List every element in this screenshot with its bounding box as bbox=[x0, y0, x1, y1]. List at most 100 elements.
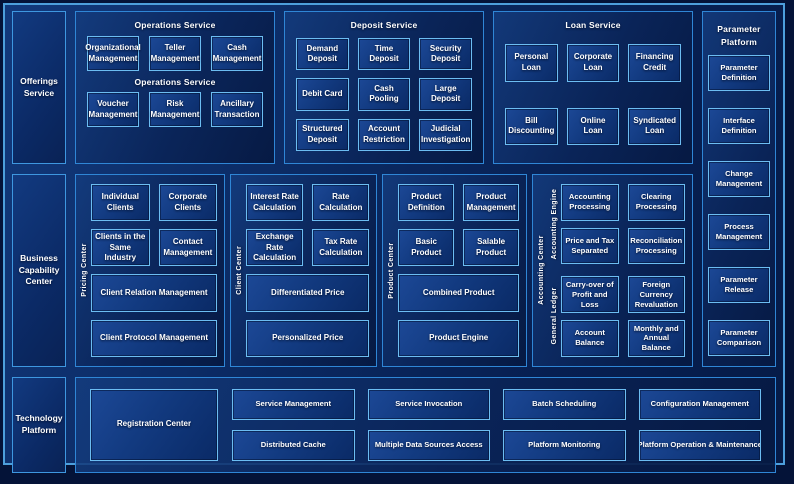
node-combined-product: Combined Product bbox=[398, 274, 520, 312]
node-online-loan: Online Loan bbox=[566, 107, 620, 145]
general-ledger-vertical-label: General Ledger bbox=[551, 288, 559, 345]
accounting-engine-vertical-label: Accounting Engine bbox=[551, 188, 559, 260]
node-registration-center: Registration Center bbox=[90, 388, 218, 461]
operations-service-title: Operations Service bbox=[134, 20, 216, 30]
node-contact-management: Contact Management bbox=[158, 229, 218, 267]
node-corporate-clients: Corporate Clients bbox=[158, 184, 218, 222]
node-teller-management: Teller Management bbox=[149, 36, 201, 71]
product-center-panel: Product Center Product Definition Produc… bbox=[382, 174, 528, 367]
node-parameter-release: Parameter Release bbox=[708, 266, 770, 303]
node-personalized-price: Personalized Price bbox=[246, 319, 370, 357]
pricing-center-vertical-label: Pricing Center bbox=[81, 243, 88, 298]
technology-platform-label: Technology Platform bbox=[12, 376, 66, 473]
node-account-balance: Account Balance bbox=[561, 320, 619, 357]
diagram-grid: Offerings Service Operations Service Org… bbox=[5, 5, 783, 473]
operations-service-panel: Operations Service Organizational Manage… bbox=[75, 11, 275, 164]
node-personal-loan: Personal Loan bbox=[505, 44, 558, 82]
node-reconciliation-processing: Reconciliation Processing bbox=[627, 227, 685, 265]
node-clients-in-the-same-industry: Clients in the Same Industry bbox=[91, 229, 150, 267]
node-platform-monitoring: Platform Monitoring bbox=[503, 429, 626, 461]
node-client-relation-management: Client Relation Management bbox=[91, 274, 218, 312]
node-rate-calculation: Rate Calculation bbox=[312, 184, 370, 222]
node-demand-deposit: Demand Deposit bbox=[296, 38, 349, 71]
node-product-management: Product Management bbox=[463, 184, 520, 222]
node-service-invocation: Service Invocation bbox=[367, 388, 490, 420]
node-tax-rate-calculation: Tax Rate Calculation bbox=[312, 229, 370, 267]
offerings-service-label: Offerings Service bbox=[12, 11, 66, 164]
loan-service-title: Loan Service bbox=[565, 20, 621, 30]
technology-platform-panel: Registration Center Service Management S… bbox=[75, 376, 776, 473]
node-multiple-data-sources-access: Multiple Data Sources Access bbox=[367, 429, 490, 461]
business-capability-center-label: Business Capability Center bbox=[12, 174, 66, 367]
node-monthly-and-annual-balance: Monthly and Annual Balance bbox=[627, 320, 685, 357]
node-cash-management: Cash Management bbox=[211, 36, 263, 71]
node-large-deposit: Large Deposit bbox=[419, 78, 472, 111]
parameter-platform-title: Parameter Platform bbox=[717, 24, 761, 47]
accounting-center-body: Accounting Engine Accounting Processing … bbox=[548, 184, 685, 357]
node-parameter-definition: Parameter Definition bbox=[708, 54, 770, 91]
node-debit-card: Debit Card bbox=[296, 78, 349, 111]
architecture-diagram-frame: Offerings Service Operations Service Org… bbox=[3, 3, 785, 473]
node-interest-rate-calculation: Interest Rate Calculation bbox=[246, 184, 304, 222]
client-center-grid: Interest Rate Calculation Rate Calculati… bbox=[246, 184, 370, 357]
deposit-grid: Demand Deposit Time Deposit Security Dep… bbox=[285, 36, 483, 163]
node-distributed-cache: Distributed Cache bbox=[232, 429, 355, 461]
node-change-management: Change Management bbox=[708, 160, 770, 197]
pricing-center-grid: Individual Clients Corporate Clients Cli… bbox=[91, 184, 218, 357]
accounting-engine-grid: Accounting Processing Clearing Processin… bbox=[561, 184, 685, 265]
node-security-deposit: Security Deposit bbox=[419, 38, 472, 71]
node-carry-over-of-profit-and-loss: Carry-over of Profit and Loss bbox=[561, 276, 619, 314]
node-differentiated-price: Differentiated Price bbox=[246, 274, 370, 312]
node-product-engine: Product Engine bbox=[398, 319, 520, 357]
parameter-platform-cells: Parameter Definition Interface Definitio… bbox=[708, 51, 770, 356]
capability-centers-row: Pricing Center Individual Clients Corpor… bbox=[75, 174, 693, 367]
node-client-protocol-management: Client Protocol Management bbox=[91, 319, 218, 357]
node-risk-management: Risk Management bbox=[149, 92, 201, 127]
node-configuration-management: Configuration Management bbox=[638, 388, 761, 420]
services-row: Operations Service Organizational Manage… bbox=[75, 11, 693, 164]
accounting-center-vertical-label: Accounting Center bbox=[538, 235, 546, 306]
business-capability-center-text: Business Capability Center bbox=[18, 253, 60, 287]
node-ancillary-transaction: Ancillary Transaction bbox=[211, 92, 263, 127]
node-cash-pooling: Cash Pooling bbox=[357, 78, 411, 111]
technology-platform-text: Technology Platform bbox=[15, 413, 63, 435]
node-structured-deposit: Structured Deposit bbox=[296, 118, 349, 151]
accounting-center-panel: Accounting Center Accounting Engine Acco… bbox=[532, 174, 693, 367]
node-parameter-comparison: Parameter Comparison bbox=[708, 319, 770, 356]
node-salable-product: Salable Product bbox=[463, 229, 520, 267]
node-time-deposit: Time Deposit bbox=[357, 38, 411, 71]
deposit-service-panel: Deposit Service Demand Deposit Time Depo… bbox=[284, 11, 484, 164]
node-judicial-investigation: Judicial Investigation bbox=[419, 118, 472, 151]
node-clearing-processing: Clearing Processing bbox=[627, 184, 685, 221]
operations-service-subtitle: Operations Service bbox=[134, 77, 216, 87]
node-individual-clients: Individual Clients bbox=[91, 184, 150, 222]
client-center-vertical-label: Client Center bbox=[236, 245, 244, 295]
operations-row-2: Voucher Management Risk Management Ancil… bbox=[76, 92, 274, 127]
node-accounting-processing: Accounting Processing bbox=[561, 184, 619, 221]
node-service-management: Service Management bbox=[232, 388, 355, 420]
loan-grid: Personal Loan Corporate Loan Financing C… bbox=[494, 36, 692, 163]
node-interface-definition: Interface Definition bbox=[708, 107, 770, 144]
node-basic-product: Basic Product bbox=[398, 229, 455, 267]
pricing-center-panel: Pricing Center Individual Clients Corpor… bbox=[75, 174, 226, 367]
parameter-platform-panel: Parameter Platform Parameter Definition … bbox=[702, 11, 776, 367]
operations-row-1: Organizational Management Teller Managem… bbox=[76, 36, 274, 71]
node-process-management: Process Management bbox=[708, 213, 770, 250]
loan-service-panel: Loan Service Personal Loan Corporate Loa… bbox=[493, 11, 693, 164]
node-bill-discounting: Bill Discounting bbox=[505, 107, 558, 145]
node-organizational-management: Organizational Management bbox=[85, 36, 141, 71]
offerings-service-text: Offerings Service bbox=[20, 76, 58, 98]
accounting-engine-section: Accounting Engine Accounting Processing … bbox=[548, 184, 685, 265]
node-account-restriction: Account Restriction bbox=[357, 118, 411, 151]
general-ledger-grid: Carry-over of Profit and Loss Foreign Cu… bbox=[561, 276, 685, 357]
node-platform-operation-maintenance: Platform Operation & Maintenance bbox=[638, 429, 761, 461]
client-center-panel: Client Center Interest Rate Calculation … bbox=[230, 174, 378, 367]
node-price-and-tax-separated: Price and Tax Separated bbox=[561, 227, 619, 265]
node-syndicated-loan: Syndicated Loan bbox=[628, 107, 681, 145]
node-foreign-currency-revaluation: Foreign Currency Revaluation bbox=[627, 276, 685, 314]
node-voucher-management: Voucher Management bbox=[87, 92, 139, 127]
node-product-definition: Product Definition bbox=[398, 184, 455, 222]
node-exchange-rate-calculation: Exchange Rate Calculation bbox=[246, 229, 304, 267]
node-corporate-loan: Corporate Loan bbox=[566, 44, 620, 82]
product-center-grid: Product Definition Product Management Ba… bbox=[398, 184, 520, 357]
